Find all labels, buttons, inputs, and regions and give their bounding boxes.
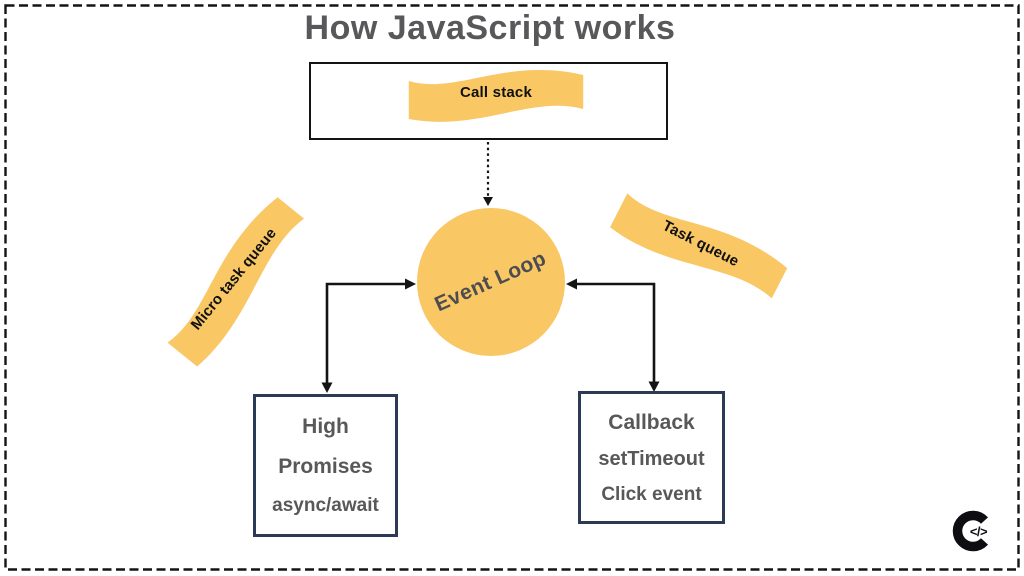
left-elbow-connector — [325, 282, 410, 389]
wave-ribbon-path — [408, 70, 584, 122]
event-loop-circle: Event Loop — [417, 208, 565, 356]
wave-ribbon-path — [167, 197, 305, 367]
call-stack-label: Call stack — [459, 83, 533, 101]
right-elbow-connector — [572, 282, 656, 388]
microtask-box: High Promises async/await — [253, 394, 398, 537]
arrowhead-down-into-eventloop — [483, 197, 493, 206]
logo-c-icon — [952, 510, 989, 552]
wave-ribbon-shape — [610, 193, 788, 299]
microtask-box-line: async/await — [272, 495, 379, 516]
task-box: Callback setTimeout Click event — [578, 391, 725, 524]
task-box-line: setTimeout — [598, 447, 705, 470]
logo-code-glyph: </> — [969, 523, 988, 539]
task-box-line: Click event — [601, 483, 702, 505]
arrowhead-down-into-micro-box — [321, 382, 333, 393]
codestack-logo: </> — [951, 507, 999, 555]
wave-ribbon-shape — [167, 197, 305, 367]
microtask-box-line: High — [302, 415, 349, 438]
event-loop-label: Event Loop — [431, 246, 550, 317]
micro-task-queue-ribbon: Micro task queue — [153, 189, 317, 371]
task-box-line: Callback — [608, 410, 695, 434]
task-queue-ribbon: Task queue — [606, 177, 794, 312]
microtask-box-line: Promises — [278, 455, 373, 478]
arrowhead-right-into-eventloop — [405, 278, 416, 290]
call-stack-ribbon: Call stack — [407, 64, 585, 124]
wave-ribbon-shape — [408, 70, 584, 122]
arrowhead-left-into-eventloop — [566, 278, 577, 290]
logo-c-arc — [952, 510, 989, 552]
page-title: How JavaScript works — [304, 9, 676, 47]
wave-ribbon-path — [610, 193, 788, 299]
